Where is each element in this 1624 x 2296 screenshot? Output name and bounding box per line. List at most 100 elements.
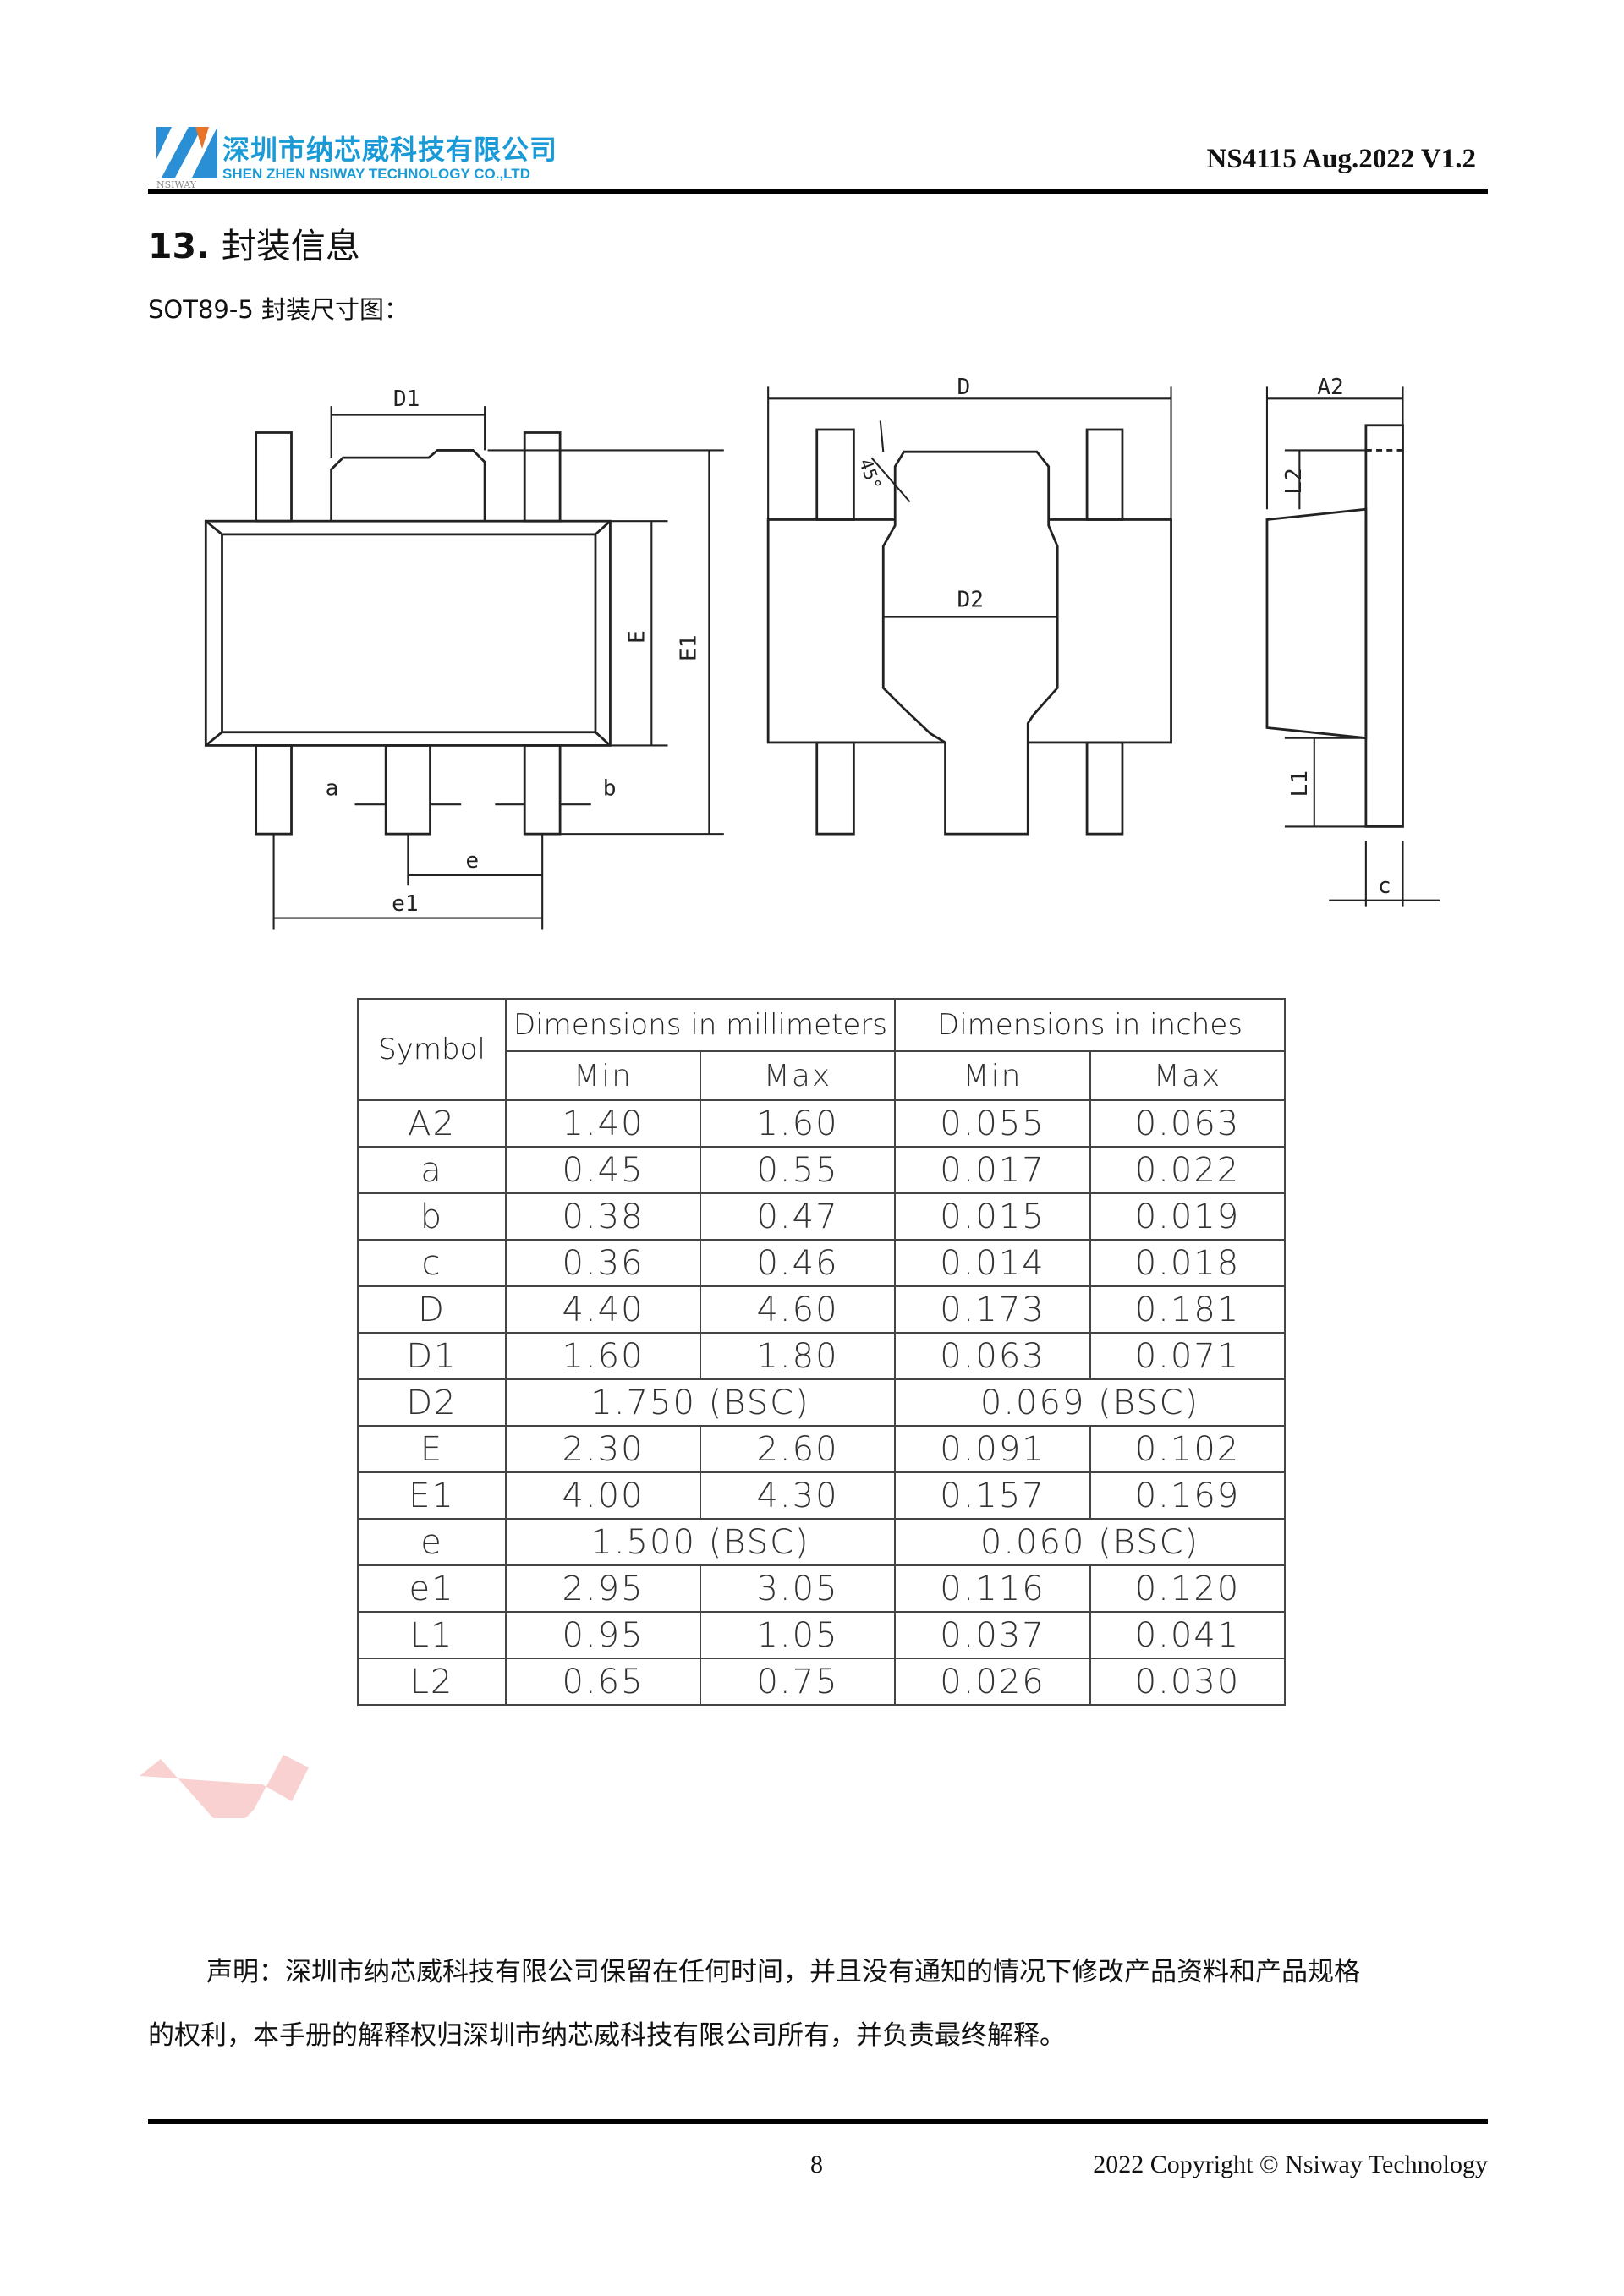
label-E1: E1: [677, 634, 702, 661]
in-max-cell: 0.181: [1089, 1285, 1286, 1334]
disclaimer-line-1: 声明：深圳市纳芯威科技有限公司保留在任何时间，并且没有通知的情况下修改产品资料和…: [206, 1957, 1360, 1987]
mm-max-cell: 2.60: [700, 1425, 896, 1473]
footer-divider: [148, 2119, 1488, 2124]
in-max-cell: 0.102: [1089, 1425, 1286, 1473]
in-max-cell: 0.169: [1089, 1471, 1286, 1520]
mm-min-cell: 4.00: [505, 1471, 701, 1520]
in-max-cell: 0.030: [1089, 1658, 1286, 1706]
label-D1: D1: [393, 386, 420, 412]
mm-min-cell: 1.60: [505, 1332, 701, 1380]
symbol-cell: e: [357, 1518, 507, 1566]
symbol-cell: D2: [357, 1378, 507, 1427]
mm-max-cell: 1.60: [700, 1099, 896, 1148]
label-e1: e1: [392, 891, 419, 917]
in-min-cell: 0.063: [894, 1332, 1091, 1380]
mm-bsc-cell: 1.750 (BSC): [505, 1378, 896, 1427]
in-min-header: Min: [894, 1050, 1091, 1101]
document-id: NS4115 Aug.2022 V1.2: [1206, 144, 1476, 174]
side-view: A2 L2 L1 c: [1265, 375, 1440, 907]
mm-max-cell: 4.30: [700, 1471, 896, 1520]
in-max-cell: 0.063: [1089, 1099, 1286, 1148]
in-max-cell: 0.018: [1089, 1239, 1286, 1287]
inches-header: Dimensions in inches: [894, 998, 1286, 1052]
label-D2: D2: [957, 587, 985, 612]
symbol-header: Symbol: [357, 998, 507, 1101]
mm-max-cell: 0.47: [700, 1192, 896, 1241]
mm-min-cell: 1.40: [505, 1099, 701, 1148]
section-title: 13. 封装信息: [148, 217, 360, 268]
disclaimer-line-2: 的权利，本手册的解释权归深圳市纳芯威科技有限公司所有，并负责最终解释。: [148, 2020, 1066, 2051]
in-max-cell: 0.120: [1089, 1564, 1286, 1613]
label-45-degree: 45°: [855, 456, 885, 493]
company-name-en: SHEN ZHEN NSIWAY TECHNOLOGY CO.,LTD: [222, 166, 530, 182]
symbol-cell: L1: [357, 1611, 507, 1659]
table-subheader-row: Min Max Min Max: [358, 1050, 1286, 1101]
symbol-cell: b: [357, 1192, 507, 1241]
mm-max-cell: 0.55: [700, 1146, 896, 1194]
mm-min-cell: 0.38: [505, 1192, 701, 1241]
mm-max-header: Max: [700, 1050, 896, 1101]
label-b: b: [603, 776, 617, 802]
symbol-cell: D: [357, 1285, 507, 1334]
svg-text:NSIWAY: NSIWAY: [156, 179, 197, 189]
mm-max-cell: 3.05: [700, 1564, 896, 1613]
mm-min-cell: 0.45: [505, 1146, 701, 1194]
copyright: 2022 Copyright © Nsiway Technology: [1093, 2151, 1488, 2178]
mm-min-cell: 2.30: [505, 1425, 701, 1473]
symbol-cell: A2: [357, 1099, 507, 1148]
label-a: a: [326, 776, 339, 802]
bottom-view: D D2 45°: [766, 375, 1172, 836]
label-c: c: [1378, 874, 1391, 899]
section-title-text: 封装信息: [221, 226, 360, 266]
in-max-cell: 0.019: [1089, 1192, 1286, 1241]
symbol-cell: E1: [357, 1471, 507, 1520]
in-max-cell: 0.022: [1089, 1146, 1286, 1194]
in-bsc-cell: 0.069 (BSC): [894, 1378, 1286, 1427]
mm-min-cell: 4.40: [505, 1285, 701, 1334]
header-divider: [148, 189, 1488, 194]
company-name-cn: 深圳市纳芯威科技有限公司: [222, 134, 558, 166]
in-max-cell: 0.041: [1089, 1611, 1286, 1659]
label-e: e: [465, 848, 479, 874]
mm-max-cell: 0.46: [700, 1239, 896, 1287]
label-E: E: [625, 630, 650, 644]
page-number: 8: [810, 2151, 823, 2178]
in-min-cell: 0.091: [894, 1425, 1091, 1473]
label-A2: A2: [1317, 375, 1344, 400]
dimensions-table: Symbol Dimensions in millimeters Dimensi…: [357, 998, 1286, 1706]
in-min-cell: 0.017: [894, 1146, 1091, 1194]
in-bsc-cell: 0.060 (BSC): [894, 1518, 1286, 1566]
package-drawing: D1 E E1 a b e e1 D D2 45° A2 L2 L1 c: [204, 375, 1440, 930]
in-min-cell: 0.157: [894, 1471, 1091, 1520]
top-view: D1 E E1 a b e e1: [204, 386, 724, 930]
symbol-cell: e1: [357, 1564, 507, 1613]
symbol-cell: D1: [357, 1332, 507, 1380]
mm-max-cell: 4.60: [700, 1285, 896, 1334]
company-logo: NSIWAY: [156, 127, 217, 189]
mm-header: Dimensions in millimeters: [505, 998, 896, 1052]
mm-min-header: Min: [505, 1050, 701, 1101]
label-D: D: [957, 375, 971, 400]
package-caption: SOT89-5 封装尺寸图：: [148, 295, 409, 324]
symbol-cell: a: [357, 1146, 507, 1194]
mm-max-cell: 1.80: [700, 1332, 896, 1380]
symbol-cell: L2: [357, 1658, 507, 1706]
mm-min-cell: 2.95: [505, 1564, 701, 1613]
in-min-cell: 0.015: [894, 1192, 1091, 1241]
in-min-cell: 0.014: [894, 1239, 1091, 1287]
in-min-cell: 0.055: [894, 1099, 1091, 1148]
symbol-cell: E: [357, 1425, 507, 1473]
section-number: 13.: [148, 226, 210, 266]
in-min-cell: 0.026: [894, 1658, 1091, 1706]
